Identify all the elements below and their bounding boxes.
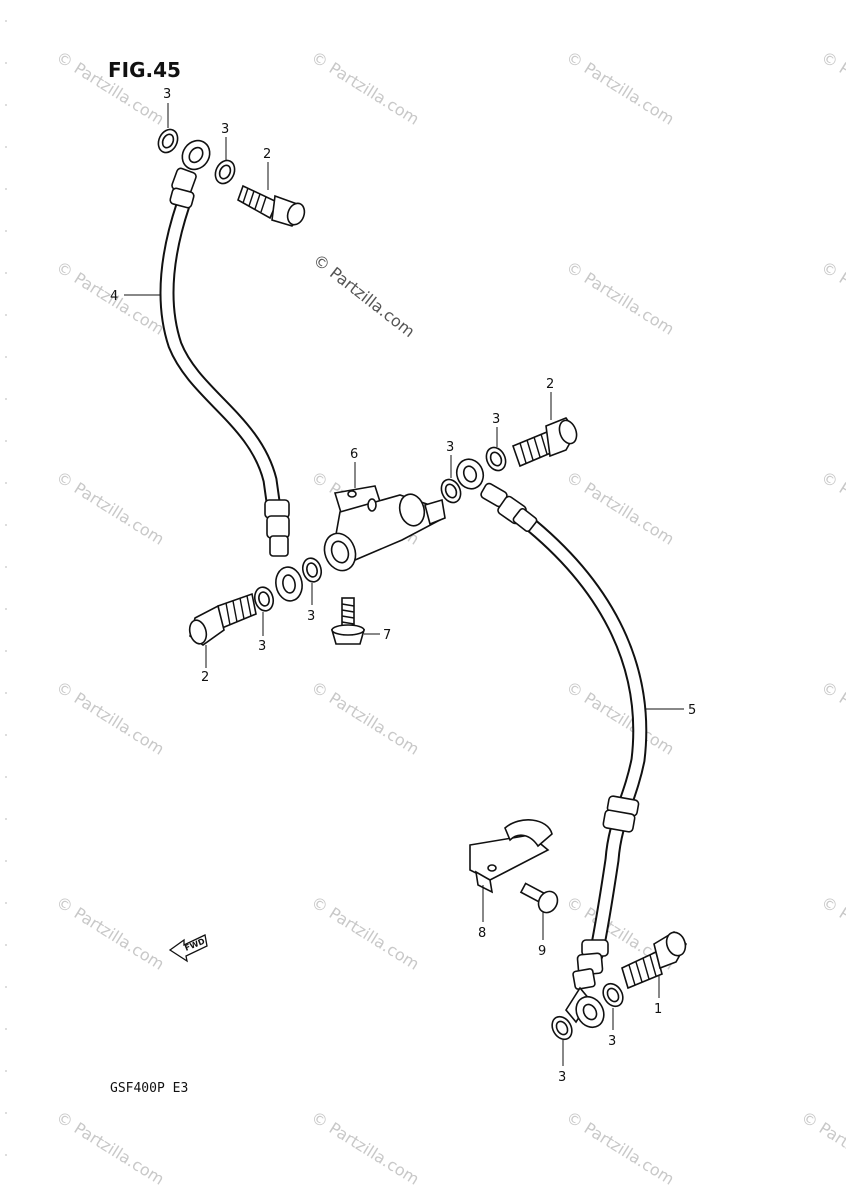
watermark-center: © Partzilla.com (310, 250, 419, 341)
watermark: © Partzilla.com (308, 47, 423, 129)
union-bolt-1 (621, 930, 687, 990)
callout-6: 6 (350, 447, 358, 462)
union-bolt (188, 592, 257, 646)
brake-hose-4 (159, 139, 303, 602)
callout-5: 5 (688, 703, 696, 718)
watermark: © Partzilla.com (308, 1107, 423, 1189)
callout-2: 2 (546, 377, 554, 392)
watermark: © Partzilla.com (563, 677, 678, 759)
watermark: © Partzilla.com (53, 1107, 168, 1189)
watermark: © Partzilla.com (308, 892, 423, 974)
union-bolt (511, 417, 578, 468)
callout-3: 3 (492, 412, 500, 427)
callout-3: 3 (558, 1070, 566, 1085)
upper-banjo-hardware (157, 128, 306, 227)
model-code: GSF400P E3 (110, 1081, 188, 1096)
watermark: © Partzilla.com (563, 1107, 678, 1189)
watermark: © Partzilla.com (563, 467, 678, 549)
watermark: © Partzilla.com (818, 467, 846, 549)
callout-1: 1 (654, 1002, 662, 1017)
union-bolt (237, 184, 306, 227)
forward-direction-arrow: FWD (168, 934, 208, 963)
watermark: © Partzilla.com (53, 677, 168, 759)
callout-8: 8 (478, 926, 486, 941)
watermark: © Partzilla.com (818, 47, 846, 129)
hose-clamp-8 (469, 819, 553, 894)
watermark: © Partzilla.com (53, 467, 168, 549)
callout-9: 9 (538, 944, 546, 959)
figure-title: FIG.45 (108, 58, 181, 82)
watermark: © Partzilla.com (818, 892, 846, 974)
watermark: © Partzilla.com (818, 257, 846, 339)
callout-3: 3 (221, 122, 229, 137)
callout-3: 3 (307, 609, 315, 624)
brake-hose-5 (455, 458, 648, 1029)
callout-3: 3 (608, 1034, 616, 1049)
callout-2: 2 (201, 670, 209, 685)
watermark: © Partzilla.com (798, 1107, 846, 1189)
joint-mounting-bolt-7 (330, 597, 366, 645)
clamp-screw-9 (519, 882, 559, 914)
brake-hose-joint-6 (323, 485, 446, 572)
watermark: © Partzilla.com (53, 892, 168, 974)
watermark: © Partzilla.com (308, 677, 423, 759)
callout-7: 7 (383, 628, 391, 643)
watermark: © Partzilla.com (563, 47, 678, 129)
callouts: 3 3 2 4 2 3 3 6 3 3 2 7 5 (110, 87, 696, 1085)
callout-2: 2 (263, 147, 271, 162)
callout-3: 3 (446, 440, 454, 455)
watermark: © Partzilla.com (818, 677, 846, 759)
callout-3: 3 (163, 87, 171, 102)
watermark: © Partzilla.com (563, 257, 678, 339)
callout-4: 4 (110, 289, 118, 304)
callout-3: 3 (258, 639, 266, 654)
